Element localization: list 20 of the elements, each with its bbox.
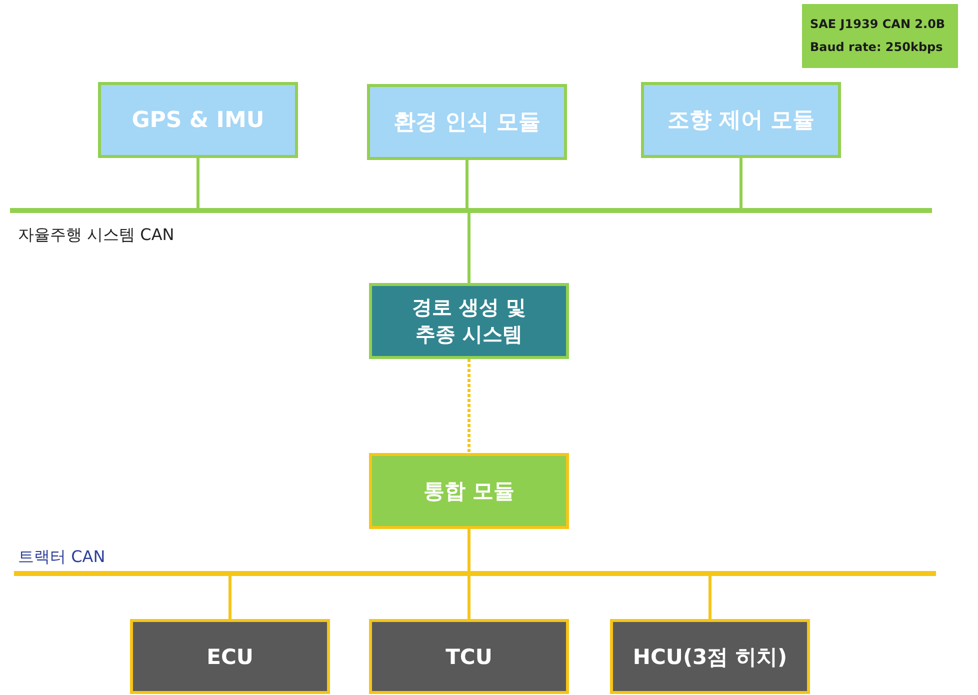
module-box: 환경 인식 모듈 xyxy=(367,84,567,160)
connector-line xyxy=(468,576,470,619)
connector-line xyxy=(740,158,742,208)
connector-line xyxy=(196,158,200,208)
connector-line xyxy=(468,359,470,453)
connector-line xyxy=(708,576,712,619)
module-box: 조향 제어 모듈 xyxy=(641,82,841,158)
controller-box: TCU xyxy=(369,619,569,694)
system-box: 경로 생성 및 추종 시스템 xyxy=(369,283,569,359)
info-box: SAE J1939 CAN 2.0B Baud rate: 250kbps xyxy=(802,4,958,68)
module-box: GPS & IMU xyxy=(98,82,298,158)
bus-label: 자율주행 시스템 CAN xyxy=(18,225,174,246)
connector-line xyxy=(466,160,468,208)
connector-line xyxy=(228,576,232,619)
connector-line xyxy=(468,529,470,571)
controller-box: HCU(3점 히치) xyxy=(610,619,810,694)
bus-label: 트랙터 CAN xyxy=(18,547,106,568)
module-box: 통합 모듈 xyxy=(369,453,569,529)
controller-box: ECU xyxy=(130,619,330,694)
connector-line xyxy=(468,213,470,283)
